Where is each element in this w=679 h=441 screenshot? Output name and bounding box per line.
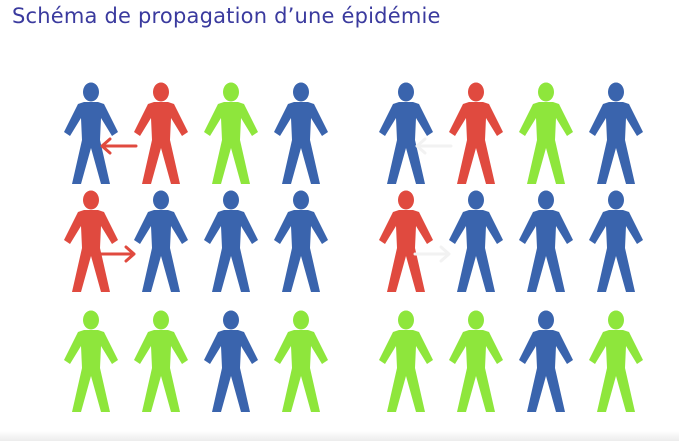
transmission-arrow-right-icon (98, 244, 138, 264)
person-icon-healthy (515, 190, 577, 294)
transmission-arrow-left-icon (98, 136, 138, 156)
person-icon-infected (60, 190, 122, 294)
person-icon-healthy (200, 310, 262, 414)
person-icon-recovered (270, 310, 332, 414)
person-icon-healthy (130, 190, 192, 294)
person-icon-recovered (375, 310, 437, 414)
person-icon-infected (445, 82, 507, 186)
person-icon-healthy (585, 190, 647, 294)
person-icon-recovered (200, 82, 262, 186)
person-icon-healthy (200, 190, 262, 294)
transmission-arrow-right-icon (413, 244, 453, 264)
person-icon-healthy (515, 310, 577, 414)
person-icon-infected (130, 82, 192, 186)
transmission-arrow-left-icon (413, 136, 453, 156)
person-icon-recovered (60, 310, 122, 414)
person-icon-healthy (445, 190, 507, 294)
person-icon-healthy (375, 82, 437, 186)
person-icon-infected (375, 190, 437, 294)
person-icon-recovered (130, 310, 192, 414)
person-icon-healthy (60, 82, 122, 186)
person-icon-recovered (515, 82, 577, 186)
person-icon-recovered (445, 310, 507, 414)
person-icon-healthy (270, 190, 332, 294)
slide-title: Schéma de propagation d’une épidémie (12, 4, 441, 28)
slide-bottom-edge (0, 431, 679, 441)
person-icon-healthy (270, 82, 332, 186)
person-icon-recovered (585, 310, 647, 414)
person-icon-healthy (585, 82, 647, 186)
